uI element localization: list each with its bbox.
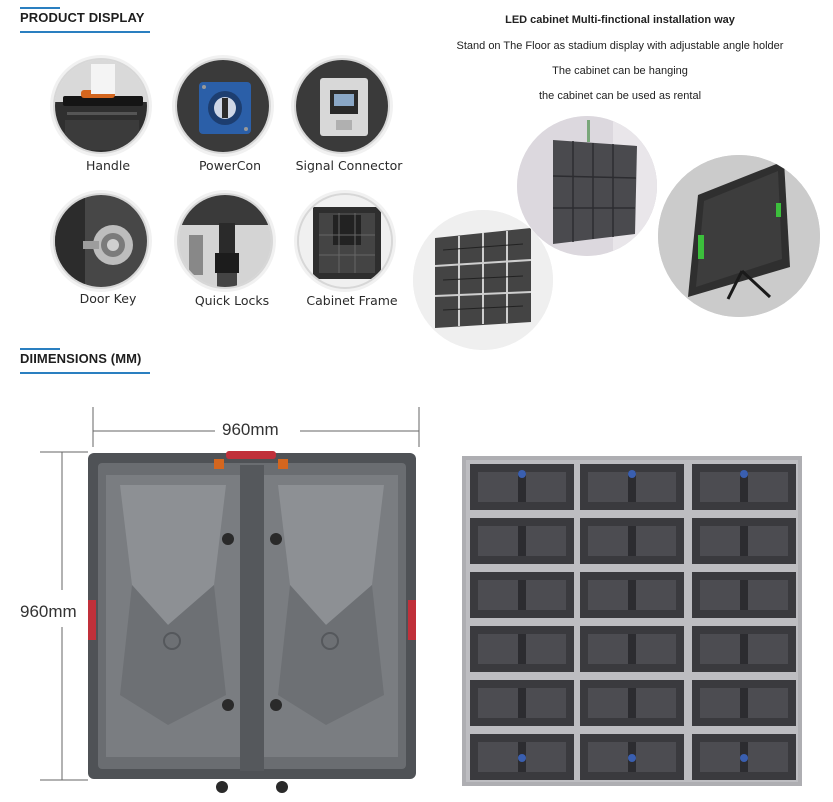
back-cell-rib [518, 580, 526, 610]
install-title: LED cabinet Multi-finctional installatio… [505, 14, 735, 26]
dimensions-heading: DIIMENSIONS (MM) [20, 348, 150, 374]
powercon-icon [175, 58, 271, 154]
hanging-install-photo [413, 210, 553, 350]
rental-install-photo [517, 116, 657, 256]
product-display-heading: PRODUCT DISPLAY [20, 7, 150, 33]
door-key-icon [53, 193, 149, 289]
back-cell-rib [628, 634, 636, 664]
quick-locks-icon [177, 193, 273, 289]
mount-point [740, 754, 748, 762]
back-cell-rib [518, 472, 526, 502]
feature-powercon: PowerCon [170, 58, 290, 188]
feature-label: PowerCon [198, 158, 262, 173]
feature-cabinet-frame: Cabinet Frame [292, 193, 412, 323]
install-line: The cabinet can be hanging [552, 65, 688, 77]
feature-label: Handle [85, 158, 131, 173]
dimensions-title: DIIMENSIONS (MM) [20, 351, 142, 366]
back-cell-rib [628, 580, 636, 610]
back-cell-rib [628, 526, 636, 556]
back-cell-rib [740, 472, 748, 502]
feature-door-key: Door Key [48, 193, 168, 323]
cabinet-front-drawing [40, 407, 420, 793]
cabinet-back-drawing [462, 456, 802, 786]
back-cell-rib [518, 634, 526, 664]
feature-handle: Handle [48, 58, 168, 188]
mount-point [628, 754, 636, 762]
feature-label: Quick Locks [194, 293, 270, 308]
signal-connector-icon [294, 58, 390, 154]
mount-point [740, 470, 748, 478]
back-cell-rib [740, 526, 748, 556]
handle-icon [53, 58, 149, 154]
floor-stand-install-photo [658, 155, 820, 317]
back-cell-rib [628, 472, 636, 502]
height-dimension-label: 960mm [20, 602, 77, 622]
feature-label: Signal Connector [295, 158, 403, 173]
width-dimension-label: 960mm [222, 420, 279, 440]
feature-label: Cabinet Frame [306, 293, 398, 308]
back-cell-rib [740, 634, 748, 664]
back-cell-rib [740, 688, 748, 718]
cabinet-frame-icon [297, 193, 393, 289]
back-cell-rib [518, 526, 526, 556]
back-cell-rib [628, 688, 636, 718]
mount-point [628, 470, 636, 478]
product-display-title: PRODUCT DISPLAY [20, 10, 145, 25]
back-cell-rib [518, 688, 526, 718]
install-line: the cabinet can be used as rental [538, 90, 702, 102]
install-line: Stand on The Floor as stadium display wi… [456, 40, 784, 52]
feature-signal-connector: Signal Connector [289, 58, 409, 188]
mount-point [518, 754, 526, 762]
feature-quick-locks: Quick Locks [172, 193, 292, 323]
back-cell-rib [740, 580, 748, 610]
mount-point [518, 470, 526, 478]
feature-label: Door Key [79, 291, 137, 306]
